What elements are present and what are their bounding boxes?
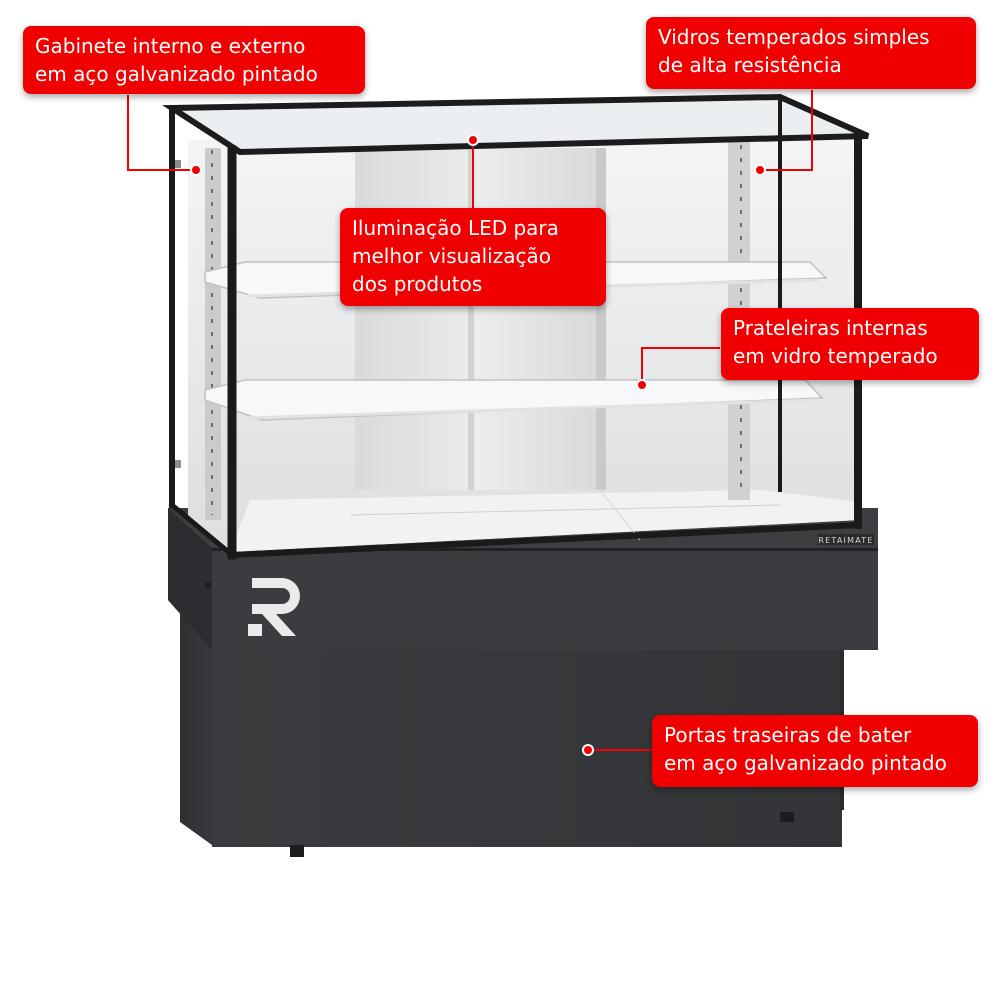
led-back-panel (355, 148, 605, 490)
foot-right (780, 812, 794, 822)
callout-shelves-line2: em vidro temperado (733, 344, 938, 368)
callout-glass-line2: de alta resistência (658, 53, 842, 77)
callout-shelves-line1: Prateleiras internas (733, 316, 928, 340)
callout-led-line3: dos produtos (352, 272, 483, 296)
leader-lines (127, 90, 813, 751)
callout-rear-doors-line2: em aço galvanizado pintado (664, 751, 947, 775)
leader-dots (190, 134, 766, 756)
callout-cabinet-line1: Gabinete interno e externo (35, 34, 306, 58)
callout-rear-doors-line1: Portas traseiras de bater (664, 723, 912, 747)
brand-plate (818, 534, 874, 545)
callout-rear-doors: Portas traseiras de bater em aço galvani… (652, 715, 978, 787)
callout-led-line1: Iluminação LED para (352, 216, 559, 240)
callout-glass: Vidros temperados simples de alta resist… (646, 17, 976, 89)
callout-cabinet: Gabinete interno e externo em aço galvan… (23, 26, 365, 94)
brand-plate-text: RETAIMATE (818, 536, 873, 545)
callout-glass-line1: Vidros temperados simples (658, 25, 930, 49)
lower-shelf (204, 379, 824, 421)
callout-led: Iluminação LED para melhor visualização … (340, 208, 606, 306)
r-logo-icon (248, 578, 300, 636)
base-band (168, 508, 878, 650)
callout-led-line2: melhor visualização (352, 244, 551, 268)
callout-shelves: Prateleiras internas em vidro temperado (721, 308, 979, 380)
callout-cabinet-line2: em aço galvanizado pintado (35, 62, 318, 86)
foot-left (290, 845, 304, 857)
